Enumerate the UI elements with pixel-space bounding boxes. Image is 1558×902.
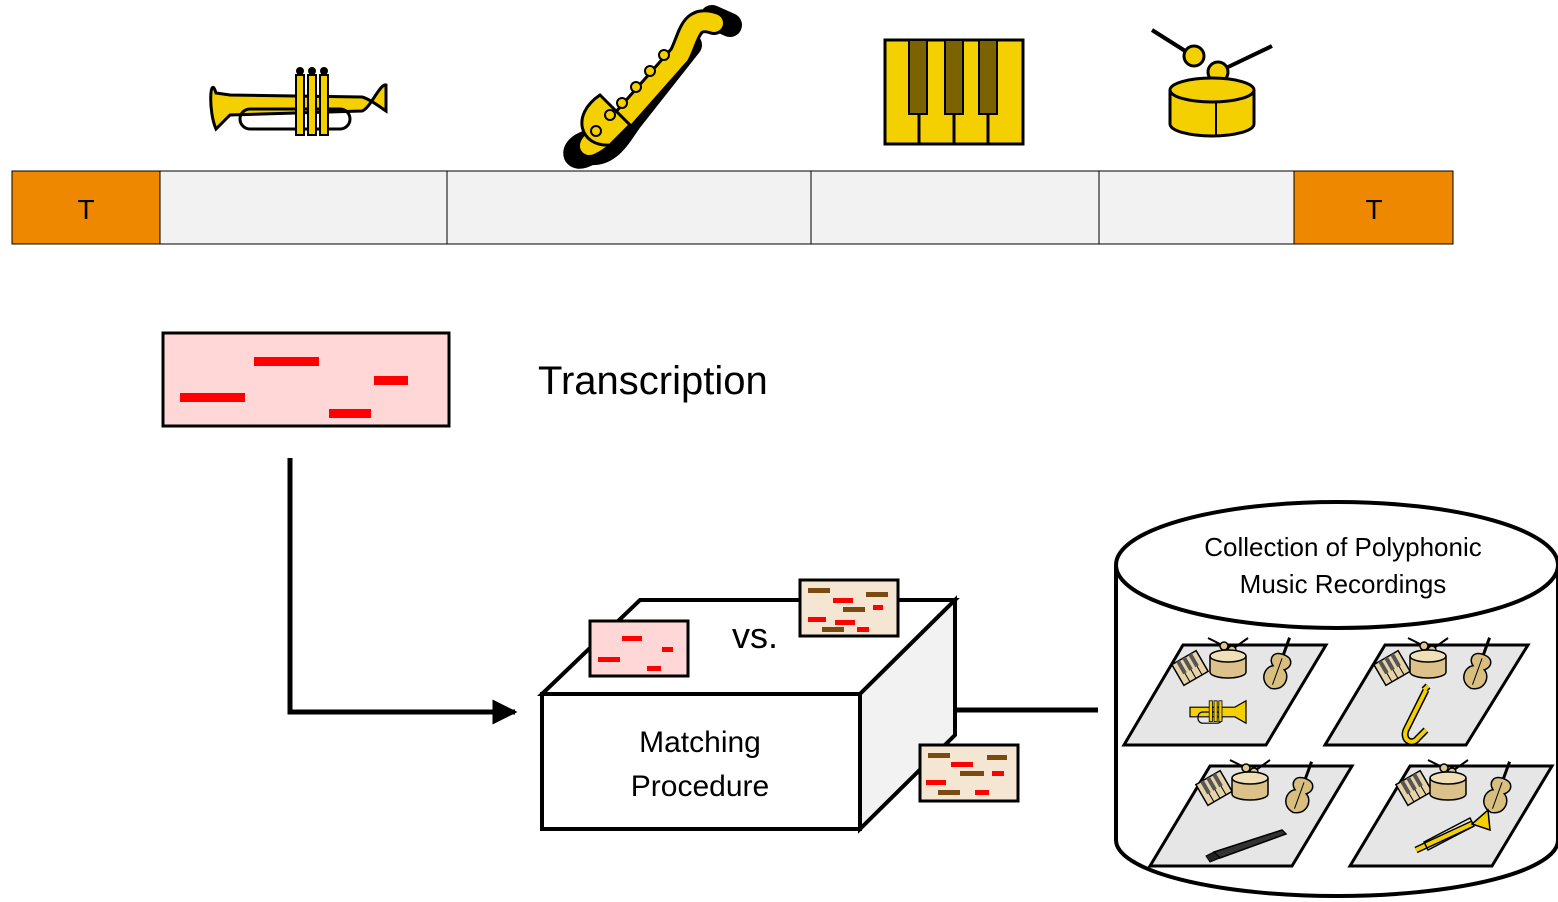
transcription-piano-roll [161,331,451,428]
matching-label-line1: Matching [639,726,761,759]
timeline-bar: T T [11,170,1454,245]
timeline-segment [446,170,812,245]
note-bar [374,376,408,385]
collection-title-line2: Music Recordings [1240,569,1447,599]
matching-label-line2: Procedure [631,770,769,803]
transcription-label: Transcription [538,359,768,403]
timeline-end-marker-box [1293,170,1454,245]
recording-card [1322,632,1531,747]
database-mini-roll [918,743,1020,803]
drum-icon [1150,28,1273,138]
timeline-start-marker-box [11,170,161,245]
saxophone-icon [563,5,742,169]
note-bar [329,409,371,418]
timeline-start-marker: T [77,194,94,225]
vs-label: vs. [732,615,778,656]
collection-title-line1: Collection of Polyphonic [1204,532,1482,562]
recording-card [1347,756,1555,868]
database-mini-roll [798,578,900,638]
note-bar [254,357,319,366]
query-mini-roll [588,619,690,678]
timeline-segment [810,170,1100,245]
timeline-segment [159,170,448,245]
timeline-segment [1098,170,1295,245]
piano-keys-icon [883,38,1025,146]
timeline-end-marker: T [1365,194,1382,225]
recording-card [1147,756,1355,868]
note-bar [180,393,245,402]
recording-card [1121,632,1329,747]
trumpet-icon [209,67,388,136]
transcription-to-matching-arrow [287,458,518,725]
